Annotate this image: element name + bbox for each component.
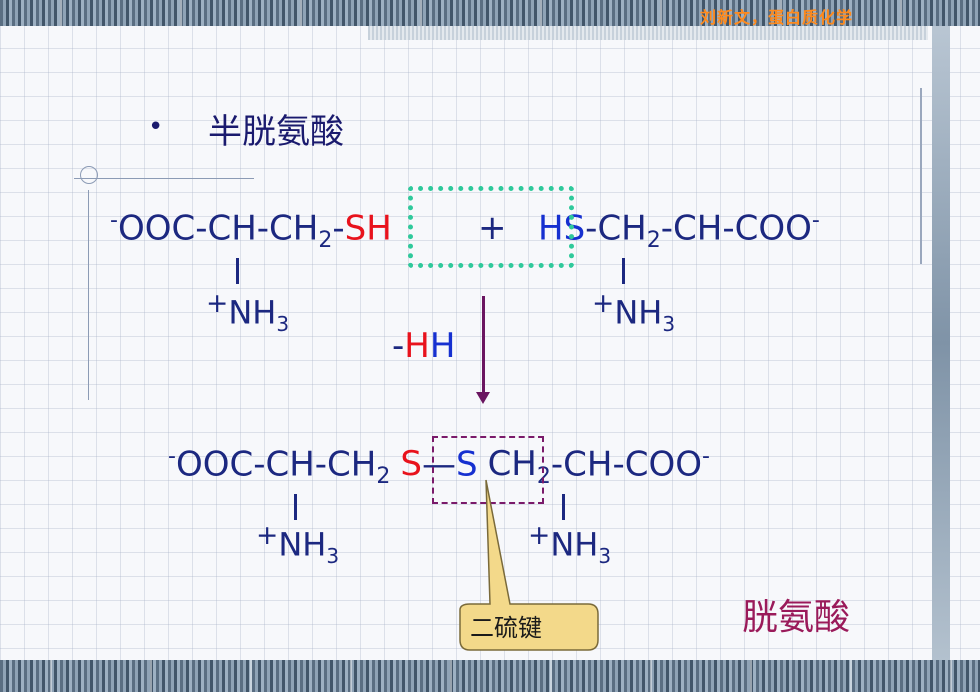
top-decor-light-strip [368,26,928,40]
product-amine-right: +NH3 [528,520,612,569]
product-sulfur-right: S [455,444,478,485]
sulfur-right: S [563,208,586,249]
reaction-arrow-shaft [482,296,485,394]
dotted-highlight-box [408,186,574,268]
product-sulfur-left: S [400,444,422,485]
bond-line-right [622,258,625,284]
elimination-label: -HH [392,326,456,366]
amine-group-left: +NH3 [206,288,290,337]
product-bond-line-right [562,494,565,520]
callout-pointer [459,479,599,651]
product-name: 胱氨酸 [742,597,851,638]
product-bond-line-left [294,494,297,520]
disulfide-bond-line: — [421,444,456,485]
hydrogen-right: H [538,208,564,249]
hydrogen-left: H [366,208,392,249]
sulfur-left: S [344,208,367,249]
frame-vertical-line [88,190,89,400]
callout-label: 二硫键 [470,614,542,642]
frame-right-line [920,88,922,264]
bond-line-left [236,258,239,284]
reaction-arrow-head [476,392,490,404]
bottom-decor-band [0,660,980,692]
slide-title: 半胱氨酸 [208,112,344,152]
product-amine-left: +NH3 [256,520,340,569]
frame-circle-ornament [80,166,98,184]
amine-group-right: +NH3 [592,288,676,337]
right-decor-strip [932,26,950,660]
reactant-right-formula: HS-CH2-CH-COO- [538,208,820,254]
top-decor-band [0,0,980,26]
reactant-left-formula: -OOC-CH-CH2-SH [110,208,392,254]
plus-sign: + [478,208,507,248]
frame-horizontal-line [74,178,254,179]
title-bullet: • [148,112,164,142]
header-credit: 刘新文，蛋白质化学 [700,8,854,27]
